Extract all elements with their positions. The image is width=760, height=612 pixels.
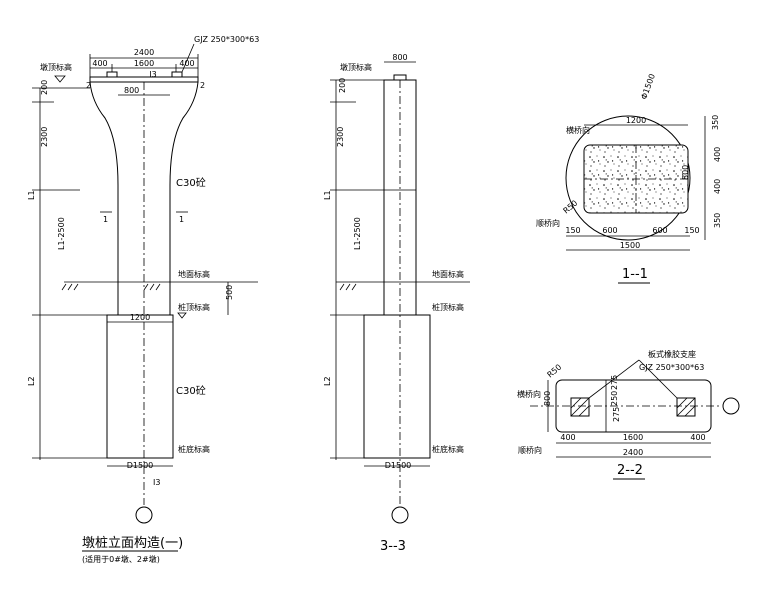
pile — [106, 314, 174, 459]
dim-L1-3: L1 — [323, 190, 332, 200]
s1-dim-800: 800 — [681, 165, 690, 180]
dim-v2-3: 2300 — [336, 127, 345, 147]
centerline-bubble-2 — [722, 397, 740, 415]
s2-dir-bridge: 横桥向 — [517, 389, 541, 399]
section-2-2: 板式橡胶支座 GJZ 250*300*63 R50 800 275 250 27… — [517, 349, 740, 480]
bearing-label: GJZ 250*300*63 — [194, 35, 259, 44]
pile-circle — [565, 115, 691, 241]
dim-v2: 2300 — [40, 127, 49, 147]
s2-dim-height: 800 — [543, 391, 552, 406]
concrete-upper: C30砼 — [176, 176, 206, 189]
s1-dia: Φ1500 — [639, 73, 657, 101]
s1-dim-r2: 400 — [713, 147, 722, 162]
label-pier-top-3: 墩顶标高 — [340, 62, 372, 72]
label-ground: 地面标高 — [178, 269, 210, 279]
elevation1-title: 墩桩立面构造(一) — [82, 536, 183, 551]
pier-cap-top — [89, 76, 199, 83]
pier-left-flare — [89, 81, 119, 315]
section-1-1: 1200 Φ1500 150 600 600 150 1500 350 400 … — [536, 73, 722, 284]
dim-pile-dia-3: D1500 — [385, 461, 412, 470]
elevation-3: 800 200 2300 L1-2500 L1 L2 墩顶标高 地面标高 桩顶标… — [323, 53, 470, 554]
label-pile-top: 桩顶标高 — [178, 302, 210, 312]
sec1-left: 1 — [103, 215, 108, 224]
bearing-plan-left — [570, 397, 590, 417]
s2-dir-along: 顺桥向 — [518, 445, 542, 455]
dim-col-width: 800 — [124, 86, 139, 95]
s2-dim-v3: 275 — [612, 407, 621, 422]
dim-top-total: 2400 — [134, 48, 154, 57]
pier-right-flare — [169, 81, 199, 315]
bearing-plan-right — [676, 397, 696, 417]
pile-3 — [363, 314, 431, 459]
dim-pile-width: 1200 — [130, 313, 150, 322]
s1-dim-r1: 350 — [711, 115, 720, 130]
s2-dim-v2: 250 — [610, 391, 619, 406]
s2-dim-b3: 400 — [690, 433, 705, 442]
s1-dim-b1: 150 — [565, 226, 580, 235]
dim-top-mid: 1600 — [134, 59, 154, 68]
section2-title: 2--2 — [617, 463, 643, 478]
dim-v3-3: L1-2500 — [353, 217, 362, 250]
dim-v1-3: 200 — [338, 78, 347, 93]
bearing-right — [171, 71, 183, 78]
s2-dim-b2: 1600 — [623, 433, 643, 442]
elevation3-title: 3--3 — [380, 539, 406, 554]
centerline-bubble — [135, 506, 153, 524]
dim-col-width-3: 800 — [392, 53, 407, 62]
dim-v3: L1-2500 — [57, 217, 66, 250]
s1-dir-bridge: 横桥向 — [566, 125, 590, 135]
section1-title: 1--1 — [622, 267, 648, 282]
s2-dim-b1: 400 — [560, 433, 575, 442]
elevation-1: 2400 400 1600 400 GJZ 250*300*63 I3 2 2 … — [27, 35, 259, 564]
label-pile-top-3: 桩顶标高 — [432, 302, 464, 312]
s2-dim-total: 2400 — [623, 448, 643, 457]
sec-right: 2 — [200, 81, 205, 90]
s1-dir-along: 顺桥向 — [536, 218, 560, 228]
dim-500: 500 — [225, 285, 234, 300]
dim-top-right: 400 — [179, 59, 194, 68]
s2-r50: R50 — [546, 363, 564, 380]
dim-top-left: 400 — [92, 59, 107, 68]
label-pier-top: 墩顶标高 — [40, 62, 72, 72]
s2-bearing-type: 板式橡胶支座 — [648, 349, 696, 359]
label-pile-bottom-3: 桩底标高 — [432, 444, 464, 454]
dim-L2: L2 — [27, 376, 36, 386]
sec1-right: 1 — [179, 215, 184, 224]
bearing-left — [106, 71, 118, 78]
s1-dim-total: 1500 — [620, 241, 640, 250]
s1-dim-r3: 400 — [713, 179, 722, 194]
dim-L2-3: L2 — [323, 376, 332, 386]
s1-dim-r4: 350 — [713, 213, 722, 228]
sec-left: 2 — [86, 81, 91, 90]
s1-dim-b2: 600 — [602, 226, 617, 235]
s2-bearing-label: GJZ 250*300*63 — [639, 363, 704, 372]
s2-dim-v1: 275 — [610, 375, 619, 390]
label-ground-3: 地面标高 — [432, 269, 464, 279]
elevation1-subtitle: (适用于0#墩、2#墩) — [82, 554, 160, 564]
s1-dim-b4: 150 — [684, 226, 699, 235]
dim-v1: 200 — [40, 80, 49, 95]
s1-dim-top: 1200 — [626, 116, 646, 125]
sec-mark-bottom: I3 — [153, 478, 160, 487]
s1-dim-b3: 600 — [652, 226, 667, 235]
label-pile-bottom: 桩底标高 — [178, 444, 210, 454]
concrete-lower: C30砼 — [176, 384, 206, 397]
dim-pile-dia: D1500 — [127, 461, 154, 470]
sec-mark-top: I3 — [149, 70, 156, 79]
centerline-bubble-3 — [391, 506, 409, 524]
dim-L1: L1 — [27, 190, 36, 200]
